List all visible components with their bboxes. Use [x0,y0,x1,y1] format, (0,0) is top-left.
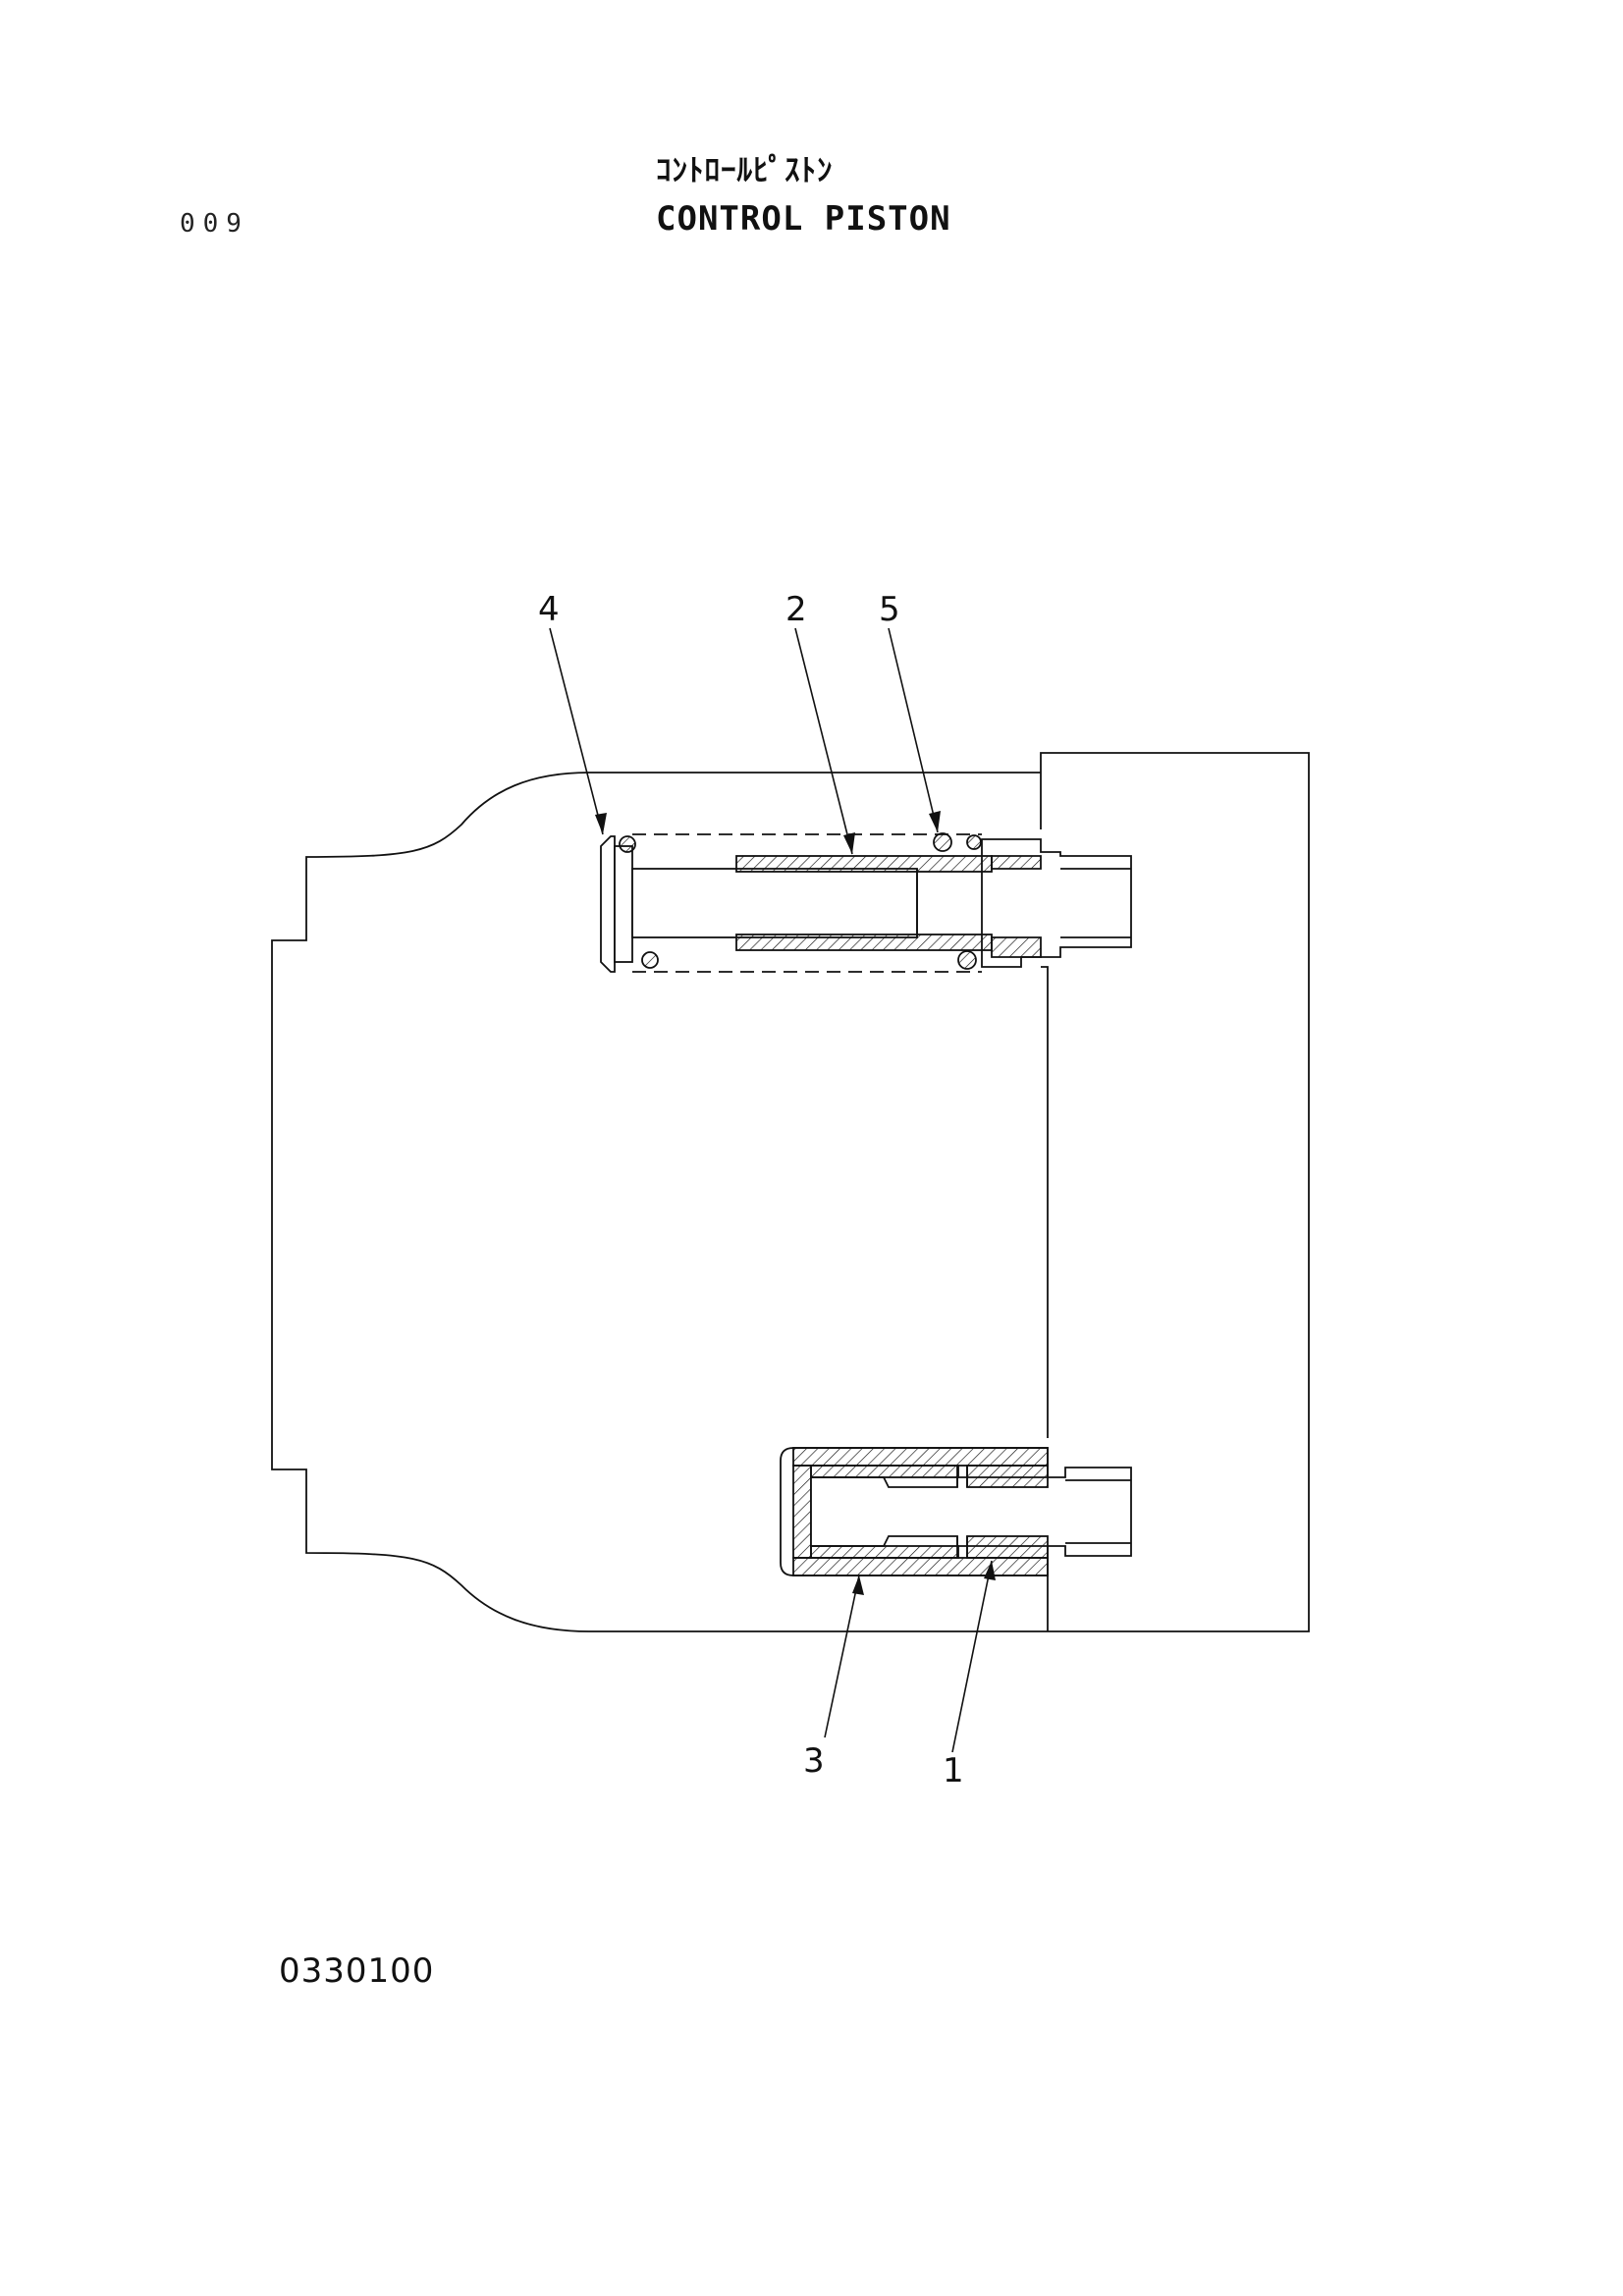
leader-part-4 [549,627,604,835]
drawing-code: 0330100 [279,1951,435,1991]
housing-outline [271,752,1310,1632]
seat-flange [614,845,633,963]
title-japanese: ｺﾝﾄﾛｰﾙﾋﾟｽﾄﾝ [656,153,834,188]
leader-arrows [595,811,996,1595]
leader-part-2 [794,627,853,855]
upper-piston-assembly [600,832,1132,973]
piston-sleeve-bottom [735,934,993,951]
callout-part-3: 3 [803,1741,825,1781]
callout-part-1: 1 [943,1751,964,1790]
piston-sleeve-top [735,855,993,873]
inner-piston [810,1467,1132,1557]
leader-lines [549,627,993,1753]
spring-outline [632,833,982,973]
callout-part-5: 5 [879,590,900,629]
guide-body [981,838,1132,968]
leader-part-3 [824,1575,860,1738]
page-number: 009 [180,209,249,239]
callout-part-4: 4 [538,590,560,629]
callout-part-2: 2 [785,590,807,629]
lower-piston-assembly [780,1447,1132,1576]
piston-rod [631,868,918,938]
leader-part-1 [951,1560,993,1753]
title-english: CONTROL PISTON [656,199,951,239]
spring-seat [600,835,616,973]
leader-part-5 [888,627,939,833]
